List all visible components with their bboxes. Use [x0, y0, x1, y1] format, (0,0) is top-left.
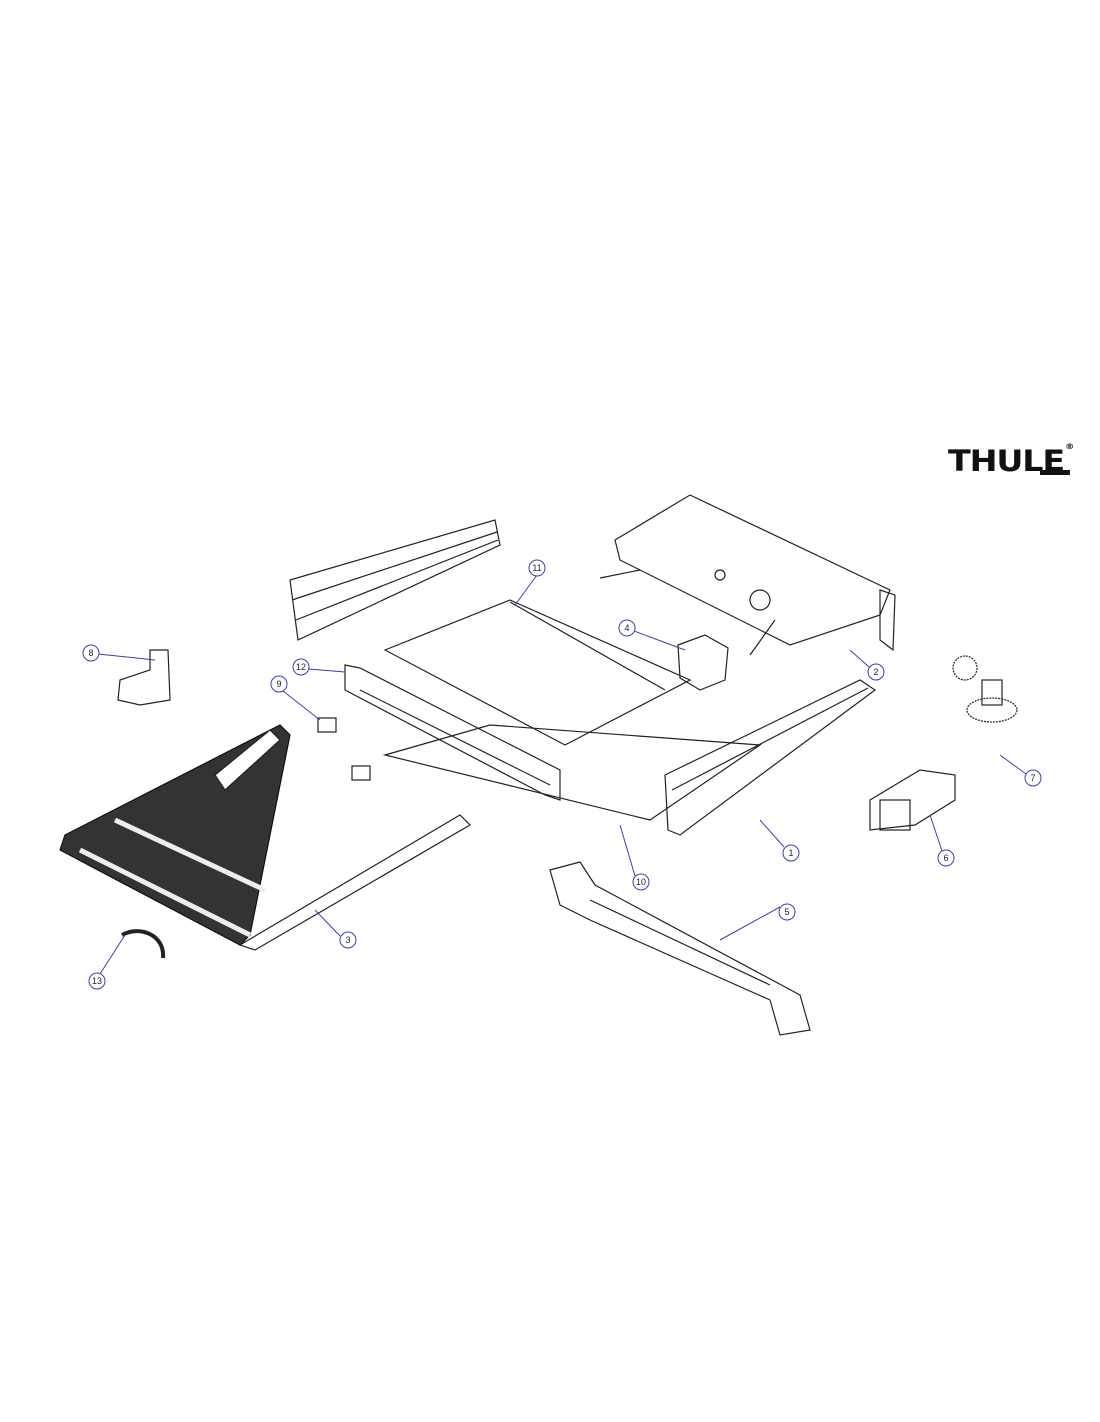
- callout-13: 13: [88, 972, 106, 990]
- logo-mark: ®: [1065, 442, 1074, 451]
- callout-7: 7: [1024, 769, 1042, 787]
- logo-sub-bar: [1040, 470, 1070, 475]
- callout-12: 12: [292, 658, 310, 676]
- svg-text:11: 11: [532, 563, 541, 573]
- svg-text:6: 6: [943, 853, 948, 863]
- part-cover-profile: [549, 861, 811, 1036]
- svg-text:1: 1: [788, 848, 793, 858]
- callout-6: 6: [937, 849, 955, 867]
- svg-text:12: 12: [296, 662, 306, 672]
- part-base-plate: [599, 494, 896, 656]
- callout-3: 3: [339, 931, 357, 949]
- svg-text:10: 10: [636, 877, 646, 887]
- callout-8: 8: [82, 644, 100, 662]
- part-side-rail: [664, 679, 877, 836]
- svg-text:8: 8: [88, 648, 93, 658]
- svg-text:3: 3: [345, 935, 350, 945]
- callout-leaders: [97, 574, 1027, 975]
- thule-logo: THULE®: [948, 442, 1074, 478]
- callout-1: 1: [782, 844, 800, 862]
- svg-text:4: 4: [624, 623, 629, 633]
- svg-text:5: 5: [784, 907, 789, 917]
- callout-10: 10: [632, 873, 650, 891]
- part-clip: [351, 765, 371, 781]
- part-motor: [869, 769, 956, 831]
- callout-4: 4: [618, 619, 636, 637]
- part-gear: [952, 655, 1018, 723]
- callout-9: 9: [270, 675, 288, 693]
- svg-text:9: 9: [276, 679, 281, 689]
- part-strap: [121, 929, 166, 959]
- callout-5: 5: [778, 903, 796, 921]
- callout-11: 11: [528, 559, 546, 577]
- part-clip: [317, 717, 337, 733]
- part-upper-rail: [289, 519, 501, 641]
- part-bracket: [344, 664, 561, 801]
- callout-2: 2: [867, 663, 885, 681]
- part-step-frame: [59, 724, 471, 951]
- part-control-box: [677, 634, 729, 691]
- part-end-cap: [117, 649, 171, 706]
- svg-text:7: 7: [1030, 773, 1035, 783]
- part-panels: [382, 599, 762, 821]
- svg-text:2: 2: [873, 667, 878, 677]
- svg-text:13: 13: [92, 976, 102, 986]
